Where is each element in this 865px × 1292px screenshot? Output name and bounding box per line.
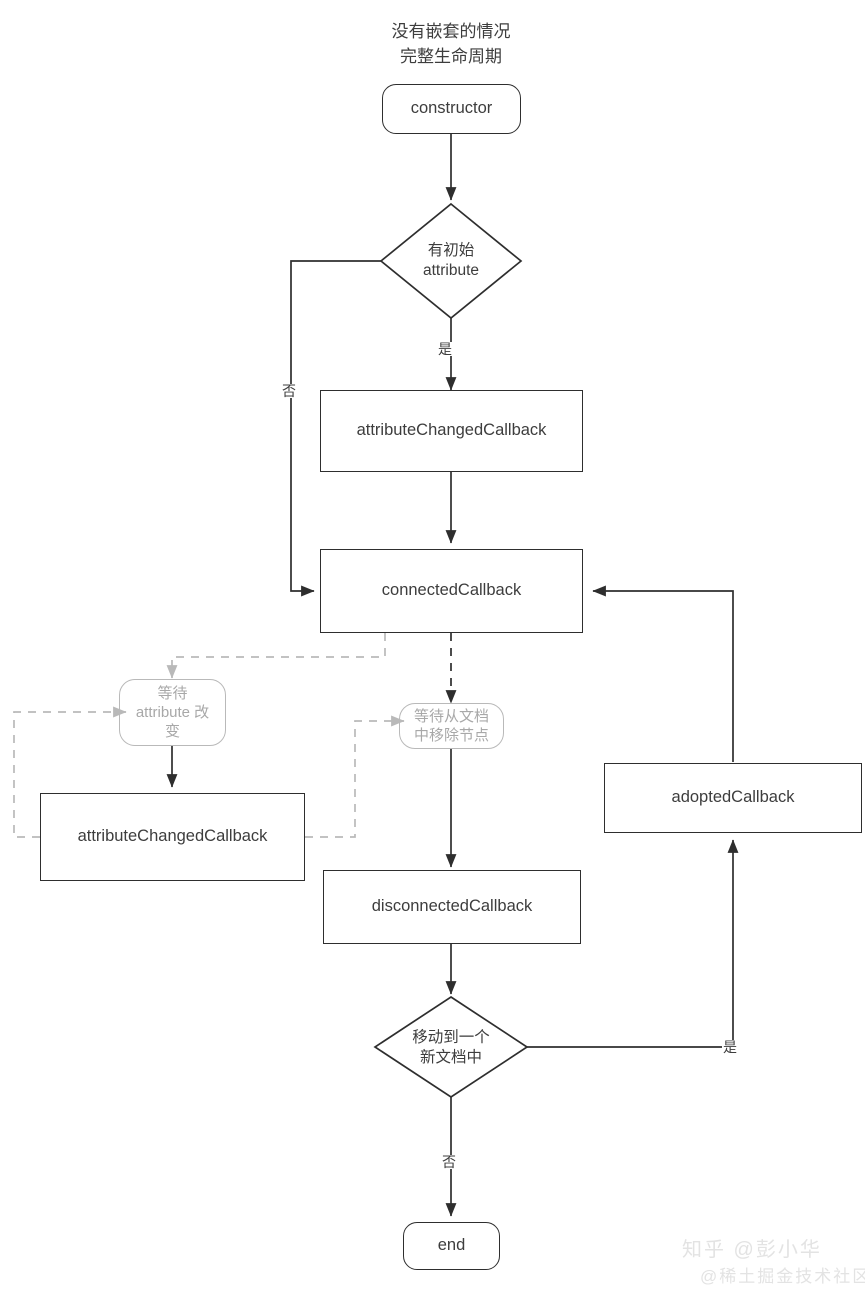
decision-moved-shape [373,995,529,1099]
node-attribute-changed-callback-top[interactable]: attributeChangedCallback [320,390,583,472]
node-end[interactable]: end [403,1222,500,1270]
edge-label-moved-no: 否 [441,1154,457,1170]
node-adopted-callback[interactable]: adoptedCallback [604,763,862,833]
edge-acb-left-to-wait-remove [305,715,405,838]
edge-decision-no [290,260,381,597]
node-constructor[interactable]: constructor [382,84,521,134]
edge-adopted-to-connected [592,585,734,762]
edge-label-has-attribute-no: 否 [281,383,297,399]
edge-label-has-attribute-yes: 是 [437,341,453,357]
node-disconnected-callback[interactable]: disconnectedCallback [323,870,581,944]
node-wait-attribute-change[interactable]: 等待 attribute 改 变 [119,679,226,746]
decision-has-initial-attribute-shape [379,202,523,320]
edge-connected-to-wait-attr [166,633,386,679]
node-wait-remove-from-document[interactable]: 等待从文档 中移除节点 [399,703,504,749]
node-attribute-changed-callback-left[interactable]: attributeChangedCallback [40,793,305,881]
diagram-title: 没有嵌套的情况 完整生命周期 [391,22,511,66]
node-connected-callback[interactable]: connectedCallback [320,549,583,633]
edge-label-moved-yes: 是 [722,1039,738,1055]
